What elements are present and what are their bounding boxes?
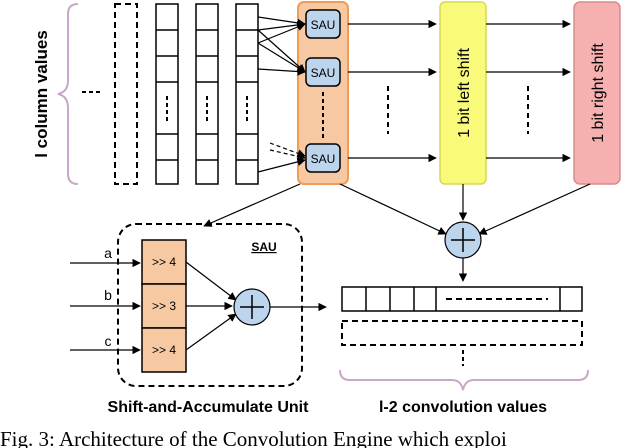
left-brace [57,3,79,185]
svg-text:>> 4: >> 4 [152,343,176,357]
sau-box-2: SAU [305,57,341,87]
output-caption: l-2 convolution values [379,399,547,416]
dashed-column [114,3,138,185]
input-column-1 [155,3,179,185]
svg-text:>> 4: >> 4 [152,255,176,269]
output-row-1 [341,286,583,312]
sau-to-left-shift-arrows [348,19,437,163]
main-adder [444,221,482,259]
shift-cell-2: >> 3 [141,283,187,329]
sau-detail-adder [233,288,271,326]
sau-box-3: SAU [305,143,341,173]
input-column-2 [195,3,219,185]
left-axis-label: l column values [32,30,51,158]
input-c-label: c [105,333,112,349]
svg-text:SAU: SAU [311,18,336,32]
sau-detail-title: SAU [251,240,276,254]
left-shift-label: 1 bit left shift [456,48,473,138]
right-shift-block [573,1,621,185]
right-shift-label: 1 bit right shift [590,43,607,143]
svg-text:SAU: SAU [311,152,336,166]
sau-detail-caption: Shift-and-Accumulate Unit [108,399,310,416]
sau-to-detail-arrow [203,183,301,227]
sau-detail-box [117,223,303,387]
output-row-2 [341,320,583,346]
shift-to-adder-arrows [185,261,237,351]
svg-text:SAU: SAU [311,66,336,80]
bottom-brace [339,369,589,391]
shift-cell-1: >> 4 [141,239,187,285]
input-b-label: b [104,287,112,303]
svg-text:>> 3: >> 3 [152,299,176,313]
shift-cell-3: >> 4 [141,327,187,373]
left-to-right-shift-arrows [486,19,571,163]
figure-caption: Fig. 3: Architecture of the Convolution … [0,427,507,448]
sau-array-to-adder-arrow [339,183,447,235]
sau-box-1: SAU [305,9,341,39]
input-a-label: a [104,245,112,261]
column-to-sau-arrows [257,16,306,173]
input-column-3 [235,3,259,185]
right-shift-to-adder-arrow [478,183,591,235]
